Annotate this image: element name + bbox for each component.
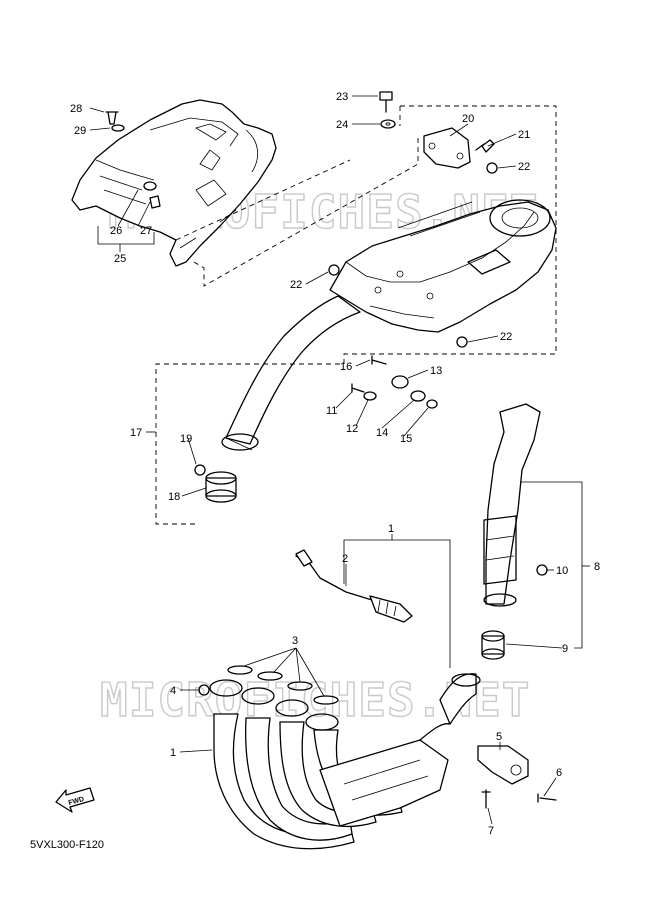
callout-22-bottom: 22 [500,331,512,343]
fwd-arrow-icon: FWD [55,787,95,813]
callout-23: 23 [336,91,348,103]
callout-4: 4 [170,685,176,697]
collar-15 [426,399,438,409]
bolt-7 [481,789,491,809]
gaskets-3 [227,665,339,705]
callout-3: 3 [292,635,298,647]
callout-20: 20 [462,113,474,125]
nut-22-top [486,162,498,174]
callout-labels: 28 29 26 27 25 23 24 20 21 22 22 22 16 1… [70,91,600,837]
heat-shield-cover [71,99,277,267]
bracket-5 [477,745,529,785]
exhaust-headers-1 [209,673,481,850]
connecting-pipe-17 [221,295,361,451]
bracket-20 [423,127,471,169]
callout-19: 19 [180,433,192,445]
callout-10: 10 [556,565,568,577]
bolt-6 [537,793,557,803]
callout-29: 29 [74,125,86,137]
callout-8: 8 [594,561,600,573]
callout-26: 26 [110,225,122,237]
callout-21: 21 [518,129,530,141]
leader-lines [89,95,590,825]
callout-22-left: 22 [290,279,302,291]
svg-text:FWD: FWD [68,796,85,807]
callout-15: 15 [400,433,412,445]
bolt-21 [475,139,495,153]
callout-12: 12 [346,423,358,435]
callout-25: 25 [114,253,126,265]
diagram-code: 5VXL300-F120 [30,839,104,851]
middle-pipe-8 [483,403,541,607]
callout-22-top: 22 [518,161,530,173]
clip-27 [149,195,161,209]
callout-11: 11 [326,405,337,417]
callout-6: 6 [556,767,562,779]
callout-18: 18 [168,491,180,503]
callout-7: 7 [488,825,494,837]
spacer-13 [391,375,409,389]
callout-24: 24 [336,119,348,131]
callout-17: 17 [130,427,142,439]
callout-2: 2 [342,553,348,565]
callout-14: 14 [376,427,388,439]
o2-sensor-2 [295,549,413,623]
damper-14 [410,390,426,402]
nut-19 [194,464,206,476]
nut-22-left [328,264,340,276]
nut-22-bottom [456,336,468,348]
nut-10 [536,564,548,576]
bolt-16 [371,355,387,365]
muffler [329,199,557,333]
callout-16: 16 [340,361,352,373]
bolt-11 [351,383,365,393]
washer-24 [380,119,396,129]
screw-28 [105,111,119,125]
callout-9: 9 [562,643,568,655]
callout-5: 5 [496,731,502,743]
callout-27: 27 [140,225,152,237]
washer-29 [111,124,125,132]
washer-12 [363,391,377,401]
callout-13: 13 [430,365,442,377]
bolt-23 [379,91,393,113]
grommet-26 [143,181,157,191]
callout-1-top: 1 [388,523,394,535]
assembly-dashed-lines [155,105,557,525]
callout-1-bottom: 1 [170,747,176,759]
gasket-18 [205,471,237,503]
gasket-9 [481,630,505,660]
callout-28: 28 [70,103,82,115]
